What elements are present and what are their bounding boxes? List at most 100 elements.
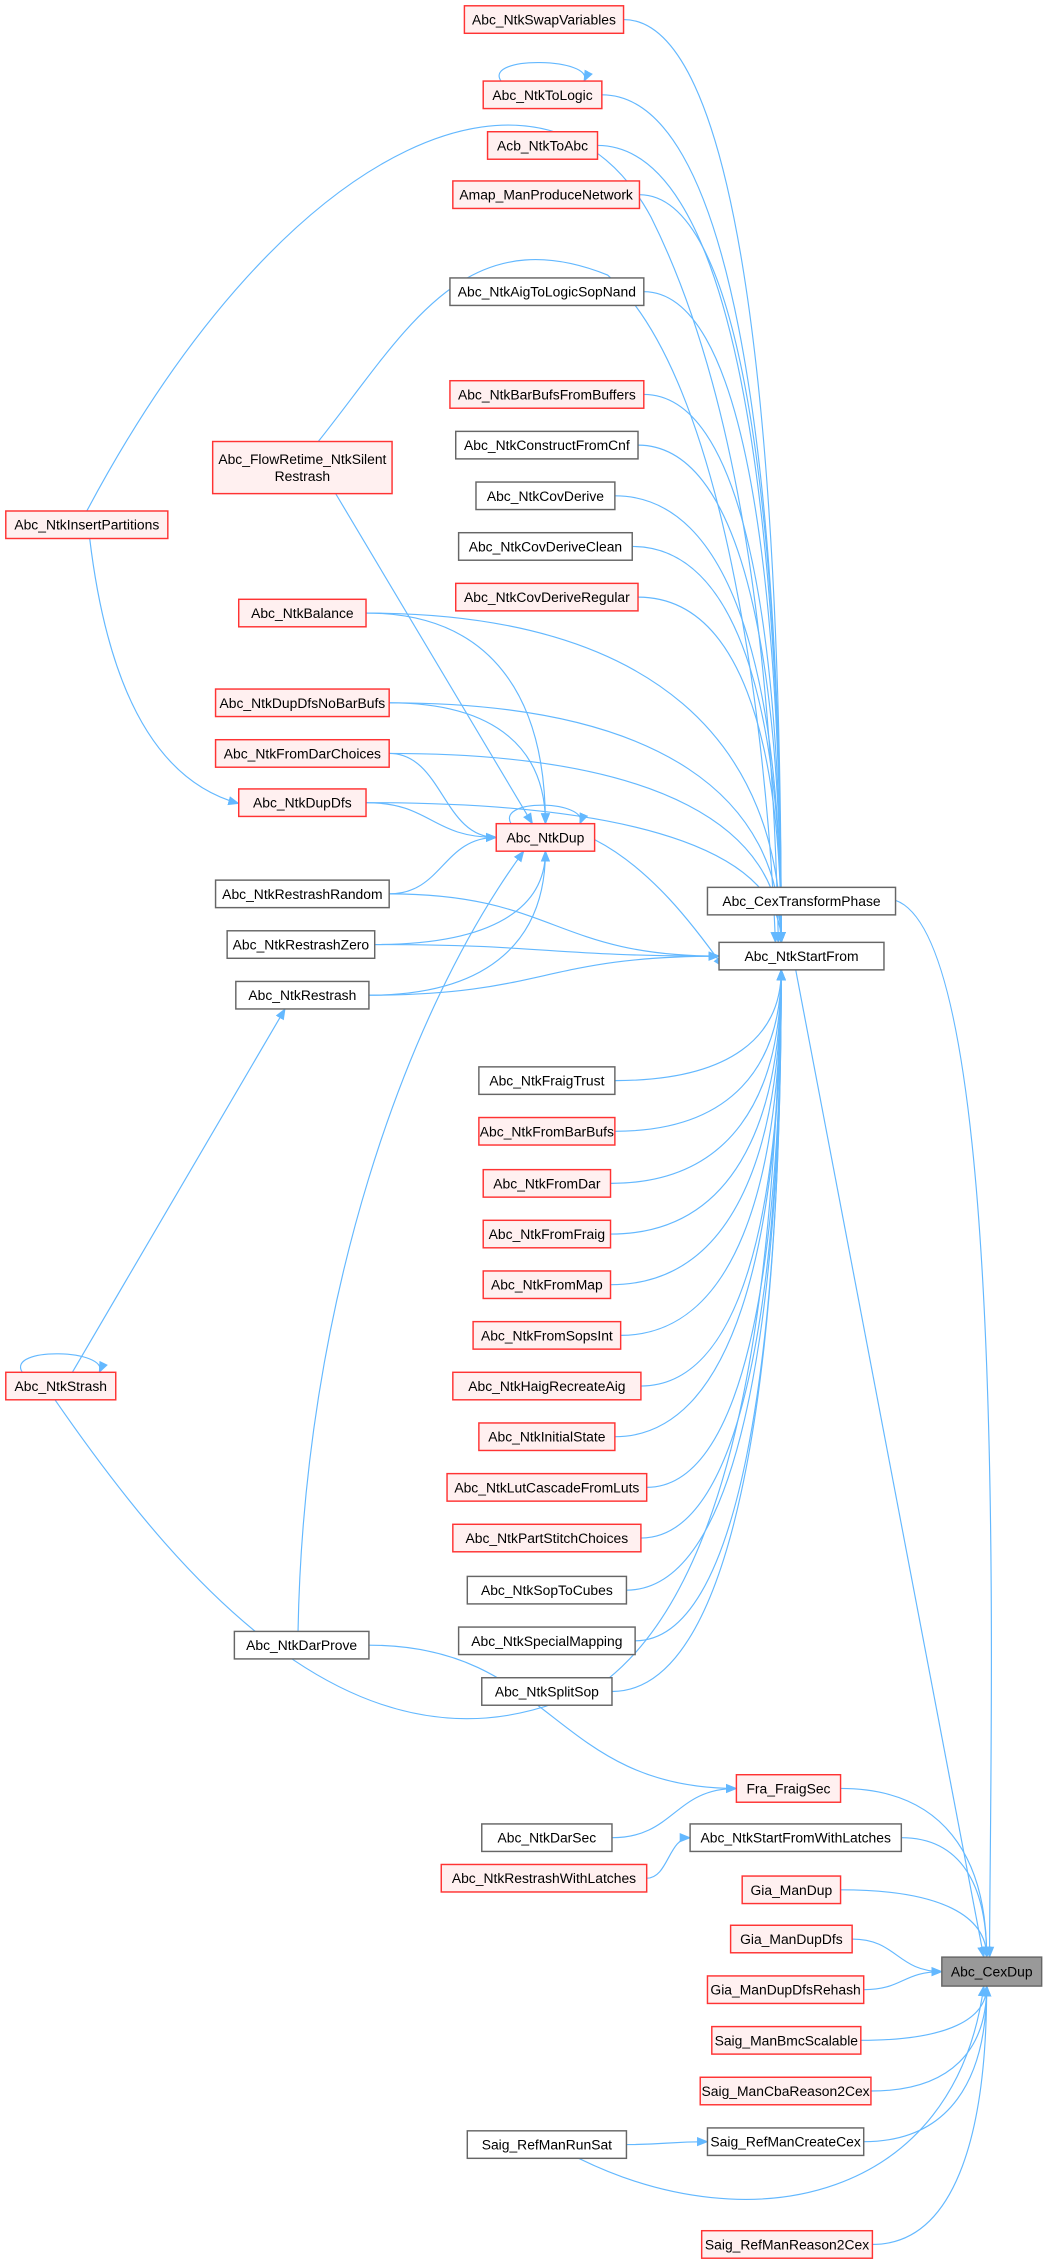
graph-node[interactable]: Amap_ManProduceNetwork <box>452 180 641 210</box>
call-edge <box>498 62 593 83</box>
graph-node[interactable]: Abc_NtkInitialState <box>478 1422 616 1452</box>
node-box <box>214 879 390 909</box>
node-label: Abc_NtkFromSopsInt <box>481 1327 613 1343</box>
node-label: Abc_FlowRetime_NtkSilent <box>218 451 386 467</box>
call-edge <box>614 968 786 1082</box>
node-box <box>486 131 599 160</box>
graph-node[interactable]: Abc_CexTransformPhase <box>706 886 897 916</box>
graph-node[interactable]: Abc_NtkConstructFromCnf <box>455 430 639 460</box>
graph-node[interactable]: Abc_NtkDarProve <box>233 1630 370 1660</box>
node-box <box>482 80 603 110</box>
call-edge <box>578 1984 987 2200</box>
graph-node[interactable]: Abc_NtkCovDeriveRegular <box>455 582 639 612</box>
node-label: Abc_NtkDupDfs <box>253 795 352 811</box>
node-box <box>455 430 639 460</box>
graph-node[interactable]: Acb_NtkToAbc <box>486 131 599 160</box>
graph-node[interactable]: Abc_NtkFromDarChoices <box>214 738 390 768</box>
graph-node[interactable]: Abc_NtkPartStitchChoices <box>452 1523 642 1553</box>
graph-node[interactable]: Abc_NtkBarBufsFromBuffers <box>449 379 645 409</box>
call-edge <box>626 2137 709 2147</box>
call-edge <box>297 850 525 1632</box>
node-box <box>741 1875 842 1905</box>
call-edge <box>860 1984 992 2041</box>
call-edge <box>852 1938 943 1977</box>
node-box <box>214 738 390 768</box>
node-label: Abc_NtkFromDarChoices <box>224 745 381 761</box>
graph-node[interactable]: Saig_RefManRunSat <box>466 2130 628 2160</box>
call-edge <box>594 839 725 968</box>
graph-node[interactable]: Abc_NtkFromBarBufs <box>478 1116 616 1146</box>
call-edge <box>626 968 786 1591</box>
node-box <box>233 1630 370 1660</box>
node-label: Abc_NtkInitialState <box>488 1429 605 1445</box>
graph-node[interactable]: Abc_NtkSwapVariables <box>463 5 625 35</box>
node-box <box>237 598 367 628</box>
node-box <box>700 2229 874 2259</box>
node-box <box>478 1066 616 1096</box>
node-label: Acb_NtkToAbc <box>497 137 588 153</box>
node-box <box>718 941 885 971</box>
node-label: Abc_NtkRestrash <box>248 987 356 1003</box>
graph-node[interactable]: Abc_NtkHaigRecreateAig <box>452 1371 642 1401</box>
node-box <box>706 1975 865 2005</box>
graph-node[interactable]: Abc_NtkInsertPartitions <box>5 510 169 540</box>
call-edge <box>366 612 786 944</box>
graph-node[interactable]: Abc_NtkSplitSop <box>481 1677 613 1706</box>
node-box <box>235 980 370 1010</box>
call-edge <box>389 832 498 895</box>
call-edge <box>389 893 721 961</box>
node-box <box>482 1219 612 1249</box>
node-label: Abc_NtkFromBarBufs <box>480 1123 614 1139</box>
node-label: Abc_NtkDupDfsNoBarBufs <box>219 695 385 711</box>
graph-node[interactable]: Abc_NtkStartFrom <box>718 941 885 971</box>
node-label: Abc_CexTransformPhase <box>722 893 881 909</box>
node-label: Abc_NtkToLogic <box>492 87 592 103</box>
graph-node[interactable]: Abc_NtkCovDerive <box>475 481 616 511</box>
call-edge <box>632 545 786 944</box>
call-edge <box>870 1984 992 2092</box>
graph-node[interactable]: Abc_NtkRestrashRandom <box>214 879 390 909</box>
graph-node[interactable]: Abc_NtkCovDeriveClean <box>457 531 633 561</box>
call-edge <box>646 1833 692 1879</box>
graph-node[interactable]: Saig_ManBmcScalable <box>711 2025 862 2055</box>
graph-node[interactable]: Abc_NtkRestrashWithLatches <box>440 1863 648 1893</box>
graph-node[interactable]: Saig_ManCbaReason2Cex <box>699 2076 872 2106</box>
call-edge <box>863 1966 943 1991</box>
call-edge <box>863 1984 992 2143</box>
graph-node[interactable]: Gia_ManDupDfsRehash <box>706 1975 865 2005</box>
graph-node[interactable]: Abc_NtkAigToLogicSopNand <box>449 277 645 307</box>
graph-node[interactable]: Saig_RefManReason2Cex <box>700 2229 874 2259</box>
node-box <box>706 886 897 916</box>
call-edge <box>901 1837 992 1959</box>
graph-node[interactable]: Abc_NtkDarSec <box>481 1823 613 1853</box>
graph-node[interactable]: Abc_NtkRestrash <box>235 980 370 1010</box>
graph-node[interactable]: Abc_NtkSopToCubes <box>466 1575 628 1605</box>
graph-node[interactable]: Abc_NtkDupDfs <box>237 788 367 818</box>
graph-node[interactable]: Abc_NtkSpecialMapping <box>457 1626 636 1656</box>
node-label: Abc_CexDup <box>951 1964 1033 1980</box>
graph-node[interactable]: Abc_NtkRestrashZero <box>226 930 376 960</box>
graph-node[interactable]: Abc_NtkStrash <box>5 1371 117 1401</box>
call-edge <box>643 393 786 944</box>
graph-node[interactable]: Abc_NtkFromFraig <box>482 1219 612 1249</box>
graph-node[interactable]: Abc_NtkDupDfsNoBarBufs <box>214 688 390 718</box>
graph-node[interactable]: Abc_NtkFromMap <box>482 1270 612 1300</box>
graph-node[interactable]: Abc_NtkFromSopsInt <box>472 1320 622 1350</box>
graph-node[interactable]: Abc_NtkFraigTrust <box>478 1066 616 1096</box>
graph-node[interactable]: Abc_NtkBalance <box>237 598 367 628</box>
graph-node[interactable]: Gia_ManDupDfs <box>729 1924 853 1954</box>
node-box <box>482 1168 612 1198</box>
graph-node[interactable]: Fra_FraigSec <box>735 1773 842 1803</box>
node-box <box>706 2127 865 2157</box>
graph-node[interactable]: Abc_NtkLutCascadeFromLuts <box>446 1472 648 1502</box>
graph-node[interactable]: Abc_NtkToLogic <box>482 80 603 110</box>
graph-node[interactable]: Saig_RefManCreateCex <box>706 2127 865 2157</box>
graph-node[interactable]: Abc_NtkDup <box>495 822 596 852</box>
node-label: Abc_NtkBalance <box>251 605 354 621</box>
graph-node[interactable]: Gia_ManDup <box>741 1875 842 1905</box>
graph-node[interactable]: Abc_NtkFromDar <box>482 1168 612 1198</box>
call-edge <box>646 968 786 1488</box>
graph-node[interactable]: Abc_NtkStartFromWithLatches <box>689 1823 903 1853</box>
